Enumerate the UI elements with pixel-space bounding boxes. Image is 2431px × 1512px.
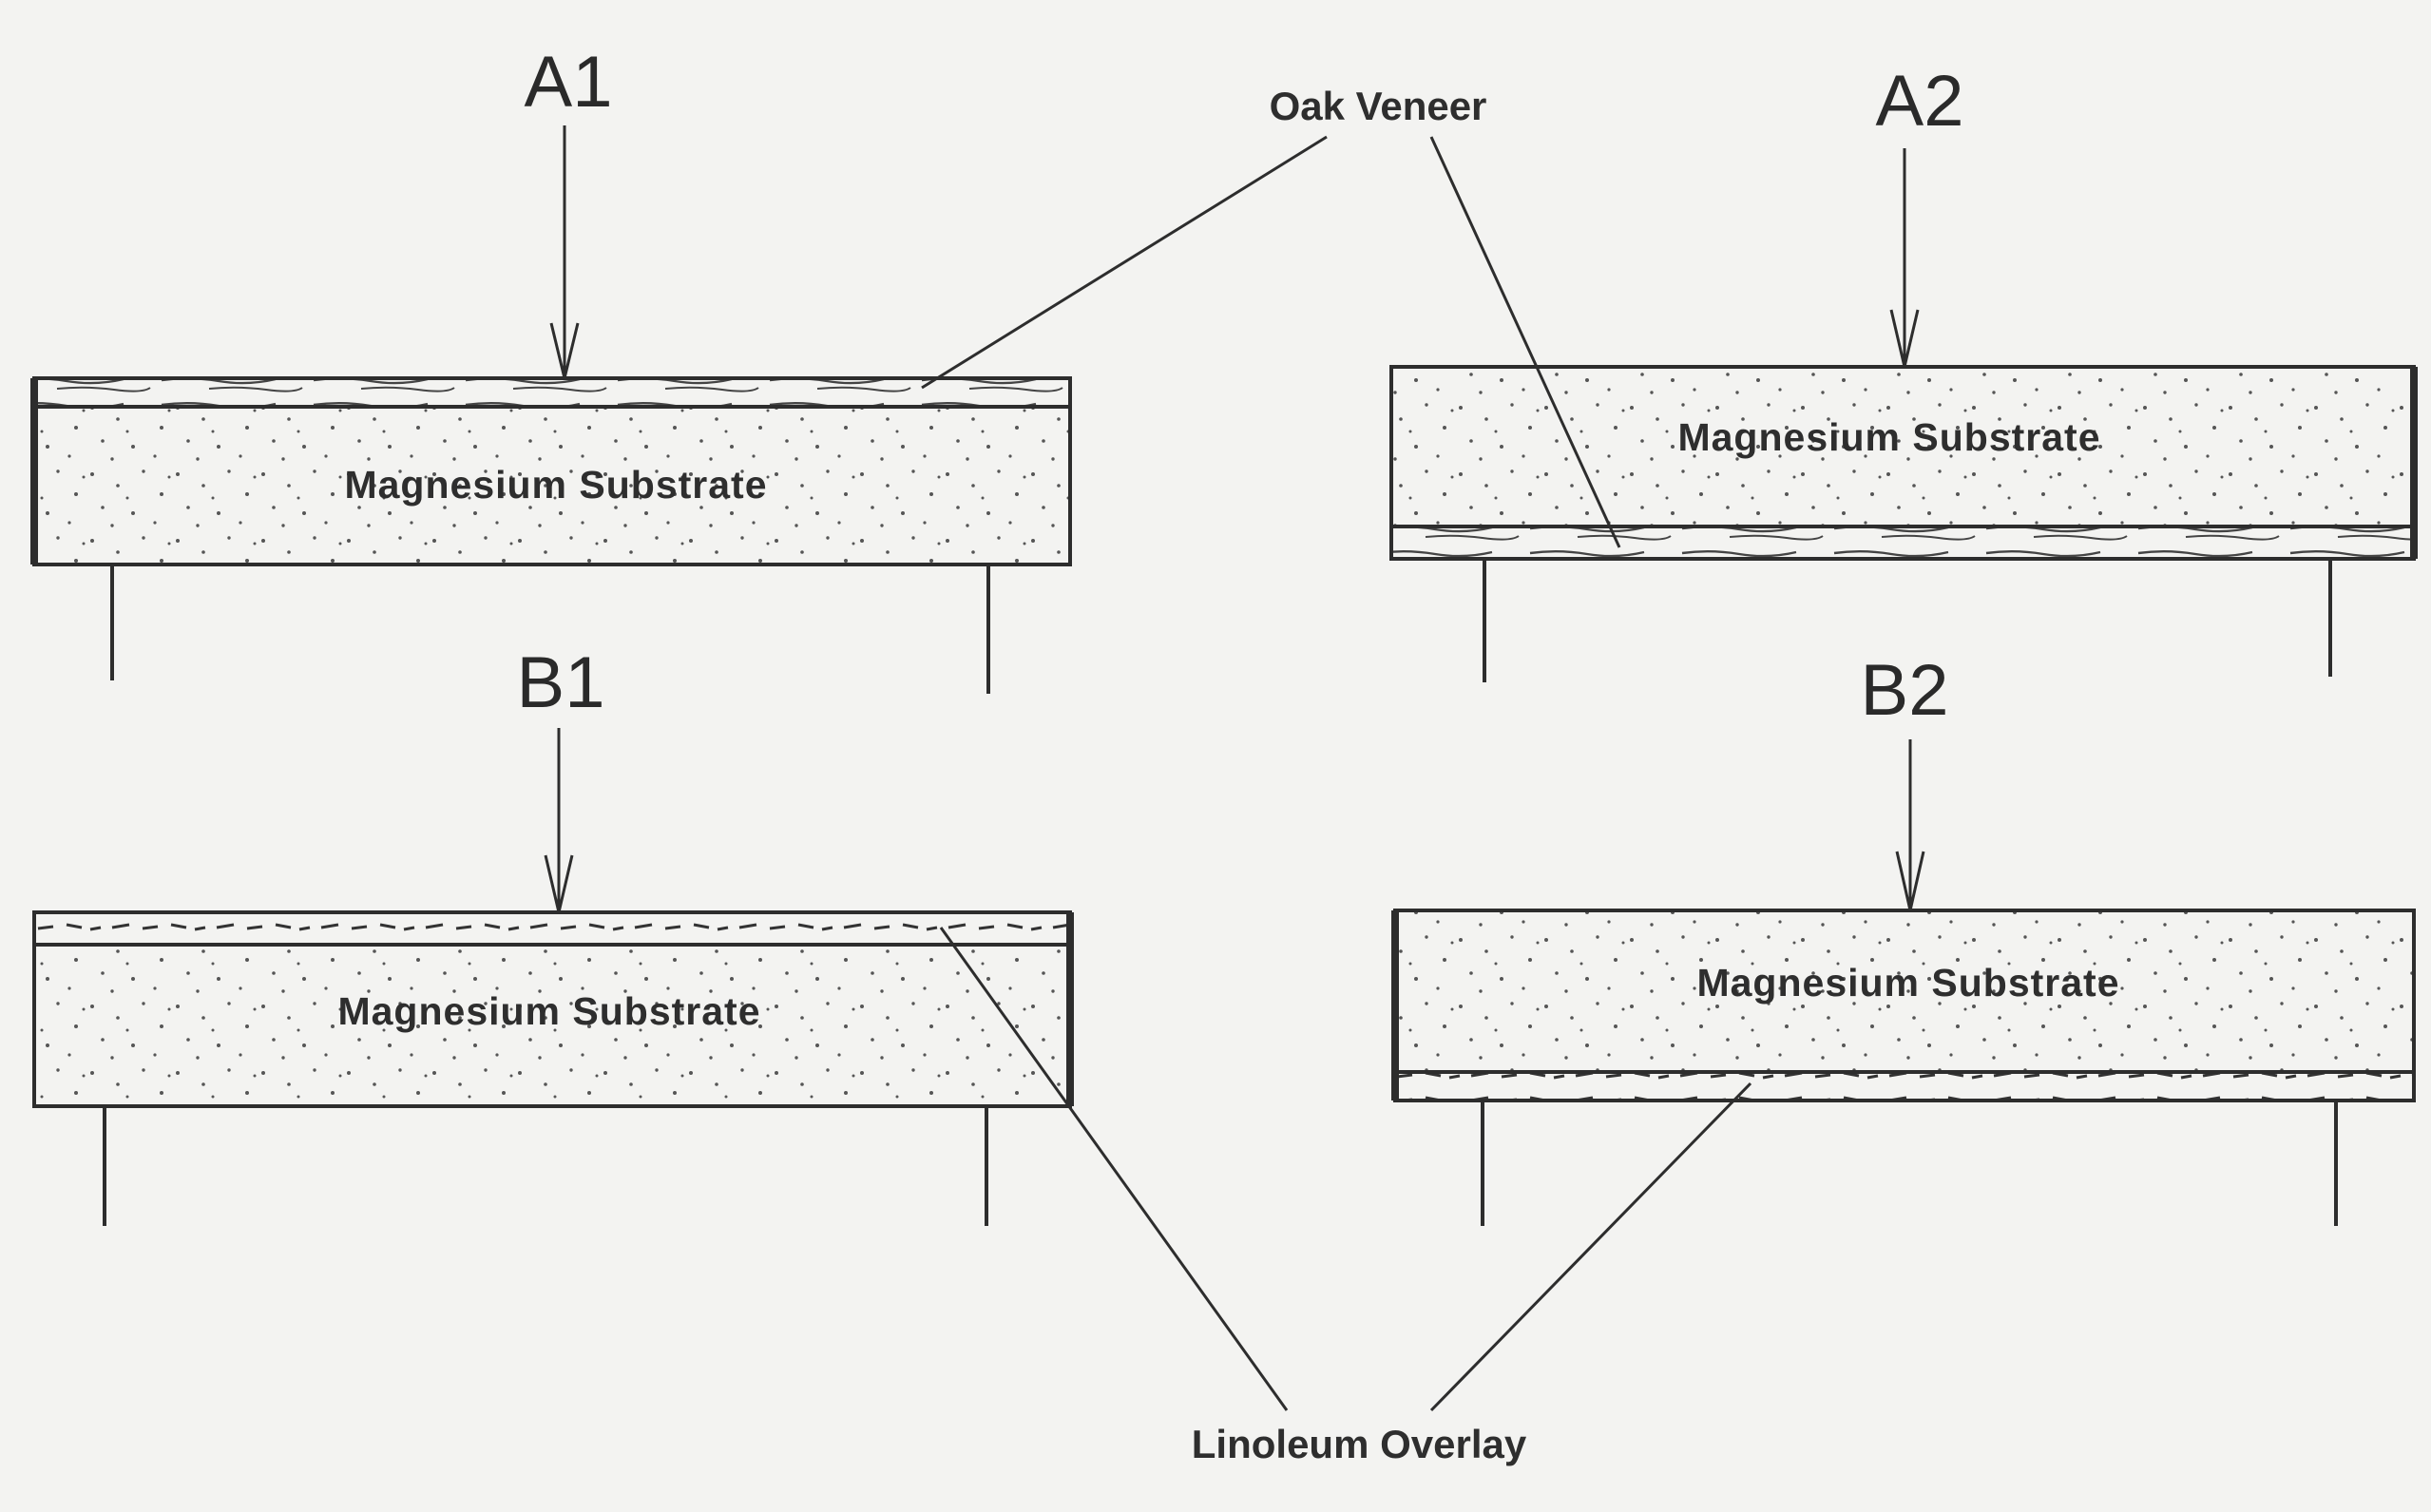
panel-a1-label: A1 bbox=[525, 42, 613, 123]
panel-a1-substrate-label: Magnesium Substrate bbox=[344, 463, 767, 507]
panel-a2-label: A2 bbox=[1876, 61, 1964, 142]
linoleum-overlay-callout: Linoleum Overlay bbox=[939, 927, 1752, 1466]
panel-a1: A1 Magnesium Substrate bbox=[30, 42, 1072, 694]
panel-a1-substrate bbox=[32, 405, 1072, 566]
panel-a1-load-arrow bbox=[549, 125, 580, 379]
panel-b1-substrate-label: Magnesium Substrate bbox=[337, 989, 760, 1033]
oak-veneer-leader-a2 bbox=[1429, 136, 1621, 548]
panel-b2-substrate-label: Magnesium Substrate bbox=[1696, 961, 2119, 1005]
linoleum-overlay-label: Linoleum Overlay bbox=[1192, 1422, 1527, 1466]
panel-b2-linoleum-layer bbox=[1393, 1070, 2416, 1102]
panel-b1-substrate bbox=[32, 943, 1072, 1108]
panel-a2-substrate-label: Magnesium Substrate bbox=[1677, 415, 2100, 459]
oak-veneer-label: Oak Veneer bbox=[1270, 84, 1487, 128]
oak-veneer-callout: Oak Veneer bbox=[921, 84, 1621, 548]
panel-b1-load-arrow bbox=[544, 728, 574, 913]
panel-b2: B2 Magnesium Substrate bbox=[1391, 650, 2416, 1226]
panel-a2-load-arrow bbox=[1889, 148, 1920, 368]
panel-a2-veneer-layer bbox=[1389, 525, 2416, 561]
linoleum-leader-b1 bbox=[939, 927, 1289, 1411]
oak-veneer-leader-a1 bbox=[921, 135, 1328, 390]
panel-a2: A2 Magnesium Substrate bbox=[1389, 61, 2418, 682]
linoleum-leader-b2 bbox=[1429, 1081, 1752, 1412]
panel-b2-load-arrow bbox=[1895, 739, 1925, 911]
panel-b1: B1 Magnesium Substrate bbox=[32, 642, 1074, 1226]
panel-b2-label: B2 bbox=[1861, 650, 1949, 731]
panel-b1-label: B1 bbox=[517, 642, 605, 723]
panel-a1-veneer-layer bbox=[32, 376, 1072, 409]
panel-b1-linoleum-layer bbox=[32, 910, 1072, 947]
